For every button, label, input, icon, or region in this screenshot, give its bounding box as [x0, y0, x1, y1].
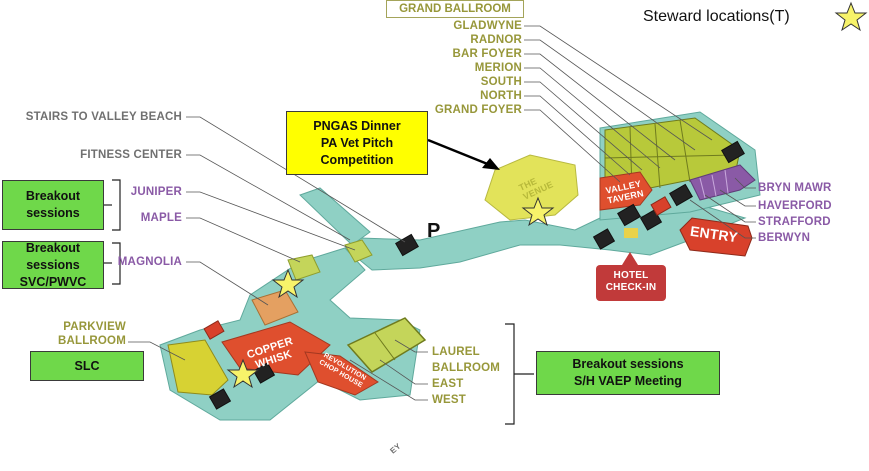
pngas-line1: PNGAS Dinner [313, 118, 401, 133]
pngas-callout: PNGAS Dinner PA Vet Pitch Competition [286, 111, 428, 175]
revolution-chop-house [304, 351, 379, 396]
hotel-checkin-line1: HOTEL [613, 270, 649, 281]
dollar-icon [639, 209, 663, 231]
hotel-checkin-line2: CHECK-IN [605, 282, 657, 293]
breakout3-line2: S/H VAEP Meeting [574, 374, 682, 388]
juniper-label: JUNIPER [130, 186, 182, 198]
bracket-breakout2 [112, 242, 121, 285]
magnolia-room [251, 289, 299, 326]
elevator-icon [617, 203, 641, 227]
parkview-label-line1: PARKVIEW [63, 321, 126, 333]
grand-foyer-label: GRAND FOYER [434, 104, 522, 116]
elevator-icon [669, 183, 693, 207]
maple-label: MAPLE [140, 212, 182, 224]
checkin-marker [624, 228, 638, 238]
laurel-label-line2: BALLROOM [432, 362, 501, 374]
breakout2-line2: sessions [26, 257, 80, 272]
elevator-icon [721, 140, 745, 164]
slc-callout: SLC [30, 351, 144, 381]
floor-stairs-corridor [299, 187, 371, 246]
breakout2-callout: Breakout sessions SVC/PWVC [2, 241, 104, 289]
south-label: SOUTH [480, 76, 522, 88]
radnor-label: RADNOR [470, 34, 522, 46]
gladwyne-label: GLADWYNE [453, 20, 522, 32]
breakout3-callout: Breakout sessions S/H VAEP Meeting [536, 351, 720, 395]
haverford-label: HAVERFORD [758, 200, 832, 212]
bar-foyer-label: BAR FOYER [452, 48, 522, 60]
maple-room [287, 254, 321, 281]
strafford-label: STRAFFORD [758, 216, 831, 228]
pngas-arrow-head [482, 158, 500, 170]
hotel-checkin-label: HOTEL CHECK-IN [598, 270, 664, 294]
pngas-line3: Competition [320, 152, 394, 167]
merion-label: MERION [474, 62, 522, 74]
parkview-label-line2: BALLROOM [57, 335, 126, 347]
breakout3-line1: Breakout sessions [572, 357, 684, 371]
grand-ballroom-label: GRAND BALLROOM [386, 0, 524, 18]
dollar-icon [208, 388, 232, 410]
star-icon [226, 358, 260, 389]
valley-tavern [599, 171, 653, 211]
phone-icon [252, 362, 276, 384]
bracket-breakout1 [112, 179, 121, 231]
star-icon [271, 268, 305, 299]
star-icon [834, 1, 868, 32]
laurel-ballroom [346, 317, 427, 373]
checkin-box [596, 265, 666, 301]
legend-label: Steward locations(T) [643, 8, 790, 25]
laurel-label-line1: LAUREL [432, 346, 480, 358]
phone-icon [592, 228, 616, 250]
star-icon [521, 196, 555, 227]
purple-rooms [689, 164, 756, 201]
elevator-icon [395, 233, 419, 257]
bracket-laurel [505, 323, 515, 425]
bryn-mawr-label: BRYN MAWR [758, 182, 832, 194]
restroom-icon [203, 320, 225, 340]
breakout1-callout: Breakout sessions [2, 180, 104, 230]
north-label: NORTH [480, 90, 522, 102]
breakout2-line3: SVC/PWVC [19, 274, 87, 289]
pngas-line2: PA Vet Pitch [320, 135, 394, 150]
parkview-ballroom [167, 339, 229, 396]
fitness-label: FITNESS CENTER [80, 149, 182, 161]
berwyn-label: BERWYN [758, 232, 811, 244]
magnolia-label: MAGNOLIA [117, 256, 182, 268]
breakout1-line2: sessions [26, 206, 80, 220]
parking-marker: P [427, 220, 441, 242]
east-label: EAST [432, 378, 464, 390]
restroom-icon [650, 196, 672, 216]
checkin-pointer [622, 252, 638, 265]
west-label: WEST [432, 394, 467, 406]
breakout2-line1: Breakout [25, 240, 81, 255]
stairs-label: STAIRS TO VALLEY BEACH [25, 111, 182, 123]
the-venue-room [484, 154, 579, 221]
breakout1-line1: Breakout [25, 189, 81, 203]
juniper-room [344, 239, 373, 263]
